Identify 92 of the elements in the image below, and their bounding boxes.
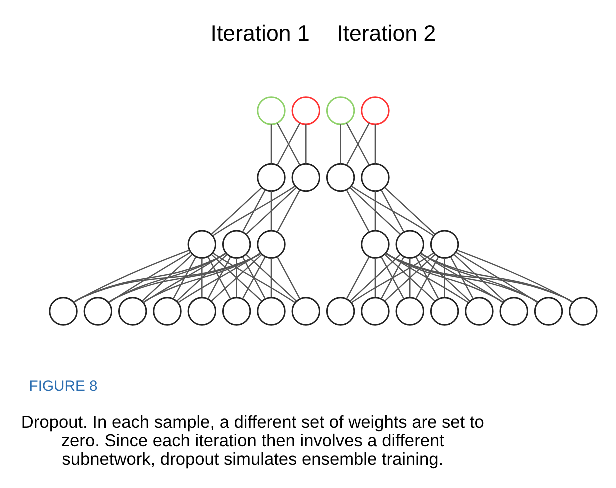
connector [202, 258, 203, 298]
connector [73, 253, 262, 303]
connector [454, 254, 505, 302]
connector [346, 190, 370, 233]
connector [340, 124, 342, 164]
connector [374, 258, 376, 298]
connector [456, 252, 538, 304]
caption: Dropout. In each sample, a different set of weights are set to zero. Since each iteration then involves a different subnetwork, dropout simulates ensemble training. [21, 412, 484, 470]
node-circle [396, 297, 424, 326]
node-circle [361, 230, 390, 259]
connector [276, 256, 301, 300]
connector [306, 124, 307, 164]
node-circle [361, 297, 390, 326]
connector [211, 188, 262, 235]
connector [276, 190, 301, 233]
connector [420, 252, 504, 304]
node-circle [396, 230, 424, 259]
node-circle [257, 230, 286, 259]
node-circle [222, 230, 252, 259]
node-circle [361, 96, 390, 126]
connector [270, 191, 272, 231]
connector [420, 253, 538, 304]
connector [212, 186, 296, 236]
connector [386, 253, 538, 303]
connector [246, 254, 297, 302]
connector [385, 253, 574, 303]
connector [350, 254, 401, 302]
connector [386, 252, 469, 304]
connector [450, 256, 474, 300]
connector [143, 252, 226, 304]
connector [172, 256, 197, 300]
connector [242, 190, 266, 233]
connector [380, 190, 405, 233]
connector [410, 258, 411, 298]
node-circle [118, 297, 148, 326]
connector [270, 258, 272, 298]
connector [212, 252, 296, 304]
node-circle [292, 297, 320, 326]
connector [108, 253, 262, 303]
node-circle [257, 297, 286, 326]
connector [384, 188, 436, 235]
connector [351, 186, 434, 236]
connector [74, 253, 226, 303]
connector [270, 124, 272, 164]
connector [208, 256, 232, 300]
connector [142, 254, 193, 302]
node-circle [188, 230, 217, 259]
connector [178, 252, 261, 304]
node-circle [292, 163, 320, 192]
node-circle [292, 96, 320, 126]
connector [108, 253, 226, 304]
connector [350, 188, 401, 235]
node-circle [153, 297, 182, 326]
connector [143, 253, 262, 304]
connector [384, 254, 436, 302]
label: Iteration 2 [337, 20, 436, 46]
connector [380, 256, 405, 300]
connector [346, 256, 370, 300]
connector [374, 191, 376, 231]
node-circle [49, 297, 78, 326]
connector [351, 252, 434, 304]
connector [236, 258, 238, 298]
node-circle [534, 297, 564, 326]
node-circle [569, 297, 598, 326]
connector [420, 253, 574, 303]
node-circle [84, 297, 113, 326]
label: FIGURE 8 [29, 378, 98, 395]
node-circle [257, 96, 286, 126]
connector [246, 188, 297, 235]
node-circle [430, 230, 460, 259]
connector [386, 253, 504, 304]
node-circle [361, 163, 390, 192]
connector [276, 123, 301, 166]
connector [416, 256, 440, 300]
node-circle [500, 297, 528, 326]
connector [444, 258, 446, 298]
node-circle [430, 297, 460, 326]
connector [419, 254, 470, 302]
node-circle [188, 297, 217, 326]
node-circle [257, 163, 286, 192]
node-circle [465, 297, 494, 326]
connector [108, 252, 192, 304]
connector [374, 124, 376, 164]
connector [457, 250, 573, 304]
node-circle [326, 96, 356, 126]
node-circle [326, 297, 356, 326]
node-circle [222, 297, 252, 326]
connector [74, 250, 190, 304]
node-circle [326, 163, 356, 192]
connector [211, 254, 262, 302]
connector [176, 254, 228, 302]
label: Iteration 1 [210, 20, 310, 46]
